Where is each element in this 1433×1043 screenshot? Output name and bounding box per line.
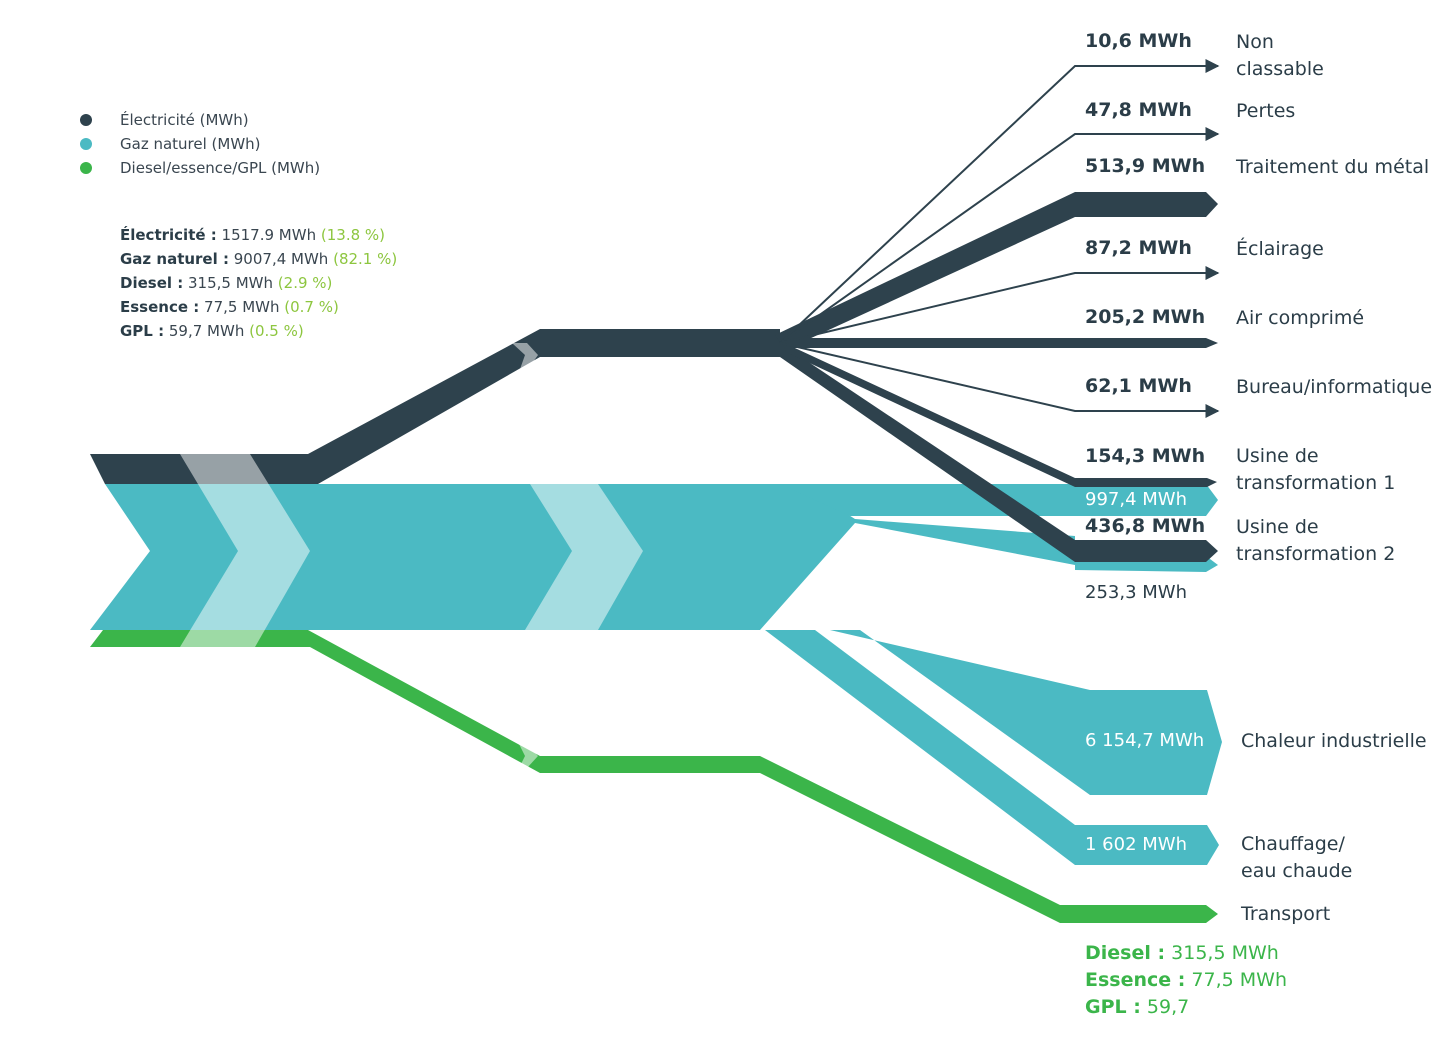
output-value-metal: 513,9 MWh [1085,155,1206,177]
electricity-arrow-lighting [779,266,1220,344]
summary-row-electricity: Électricité : 1517.9 MWh (13.8 %) [120,223,397,247]
fuel-value: 77,5 MWh [1191,969,1287,991]
legend-dot-fuel [80,162,92,174]
gas-value-heat: 6 154,7 MWh [1085,730,1205,751]
summary-pct: (82.1 %) [333,250,398,268]
summary-pct: (0.5 %) [249,322,304,340]
electricity-flow [90,329,780,484]
fuel-flow [90,630,1218,923]
gas-value-heating: 1 602 MWh [1085,834,1187,855]
output-label-air: Air comprimé [1236,307,1365,329]
output-value-plant2: 436,8 MWh [1085,515,1206,537]
summary-pct: (13.8 %) [320,226,385,244]
output-label-non-classable: Non classable [1236,29,1324,83]
output-value-losses: 47,8 MWh [1085,99,1192,121]
electricity-arrow-non-classable [779,59,1220,344]
summary-value: 59,7 MWh [168,322,245,340]
legend-item-fuel: Diesel/essence/GPL (MWh) [80,156,320,180]
gas-plant1-arrowhead [1075,484,1218,516]
gas-flow-heat [765,630,1222,795]
summary-pct: (0.7 %) [284,298,339,316]
output-label-plant1: Usine de transformation 1 [1236,443,1395,497]
summary-value: 9007,4 MWh [233,250,329,268]
output-label-lighting: Éclairage [1236,238,1324,260]
summary-pct: (2.9 %) [277,274,333,292]
fuel-name: Essence : [1085,969,1186,991]
legend-item-electricity: Électricité (MWh) [80,108,320,132]
output-value-plant1: 154,3 MWh [1085,445,1206,467]
legend: Électricité (MWh) Gaz naturel (MWh) Dies… [80,108,320,180]
gas-flow-heating [765,630,1219,865]
chevron-decoration [525,484,643,630]
summary-name: Gaz naturel : [120,250,229,268]
output-value-non-classable: 10,6 MWh [1085,30,1192,52]
output-value-office: 62,1 MWh [1085,375,1192,397]
transport-label: Transport [1241,903,1331,925]
label-line: Non [1236,31,1274,53]
legend-dot-gas [80,138,92,150]
gas-label-heat: Chaleur industrielle [1241,730,1427,752]
summary-value: 315,5 MWh [188,274,274,292]
gas-label-heating: Chauffage/eau chaude [1241,831,1352,885]
label-line: transformation 2 [1236,543,1396,565]
transport-row-diesel: Diesel : 315,5 MWh [1085,940,1287,967]
energy-summary: Électricité : 1517.9 MWh (13.8 %) Gaz na… [120,223,397,343]
gas-value-plant1: 997,4 MWh [1085,489,1187,510]
output-label-office: Bureau/informatique [1236,376,1433,398]
electricity-arrow-losses [779,127,1220,344]
summary-value: 1517.9 MWh [221,226,317,244]
fuel-name: Diesel : [1085,942,1166,964]
output-label-metal: Traitement du métal [1236,156,1430,178]
transport-row-gpl: GPL : 59,7 [1085,994,1287,1021]
output-value-lighting: 87,2 MWh [1085,237,1192,259]
label-line: Usine de [1236,516,1319,538]
output-label-plant2: Usine de transformation 2 [1236,514,1395,568]
label-line: eau chaude [1241,860,1353,882]
electricity-flow-air [780,338,1218,348]
summary-row-essence: Essence : 77,5 MWh (0.7 %) [120,295,397,319]
electricity-arrow-office [779,342,1220,418]
label-line: Chauffage/ [1241,833,1345,855]
summary-name: GPL : [120,322,165,340]
chevron-decoration [512,343,538,372]
summary-row-diesel: Diesel : 315,5 MWh (2.9 %) [120,271,397,295]
summary-name: Diesel : [120,274,184,292]
output-value-air: 205,2 MWh [1085,306,1206,328]
fuel-value: 59,7 [1146,996,1190,1018]
fuel-name: GPL : [1085,996,1141,1018]
legend-label: Diesel/essence/GPL (MWh) [120,159,321,177]
label-line: classable [1236,58,1324,80]
legend-dot-electricity [80,114,92,126]
legend-label: Gaz naturel (MWh) [120,135,261,153]
transport-breakdown: Diesel : 315,5 MWh Essence : 77,5 MWh GP… [1085,940,1287,1021]
legend-label: Électricité (MWh) [120,111,249,129]
output-label-losses: Pertes [1236,100,1296,122]
summary-row-gas: Gaz naturel : 9007,4 MWh (82.1 %) [120,247,397,271]
gas-value-plant2: 253,3 MWh [1085,582,1187,603]
summary-name: Essence : [120,298,200,316]
label-line: Usine de [1236,445,1319,467]
legend-item-gas: Gaz naturel (MWh) [80,132,320,156]
electricity-flow-plant2 [780,343,1218,562]
transport-row-essence: Essence : 77,5 MWh [1085,967,1287,994]
chevron-decoration [519,744,538,768]
label-line: transformation 1 [1236,472,1396,494]
summary-value: 77,5 MWh [204,298,280,316]
summary-row-gpl: GPL : 59,7 MWh (0.5 %) [120,319,397,343]
chevron-decoration [180,454,310,647]
summary-name: Électricité : [120,226,217,244]
fuel-value: 315,5 MWh [1171,942,1279,964]
